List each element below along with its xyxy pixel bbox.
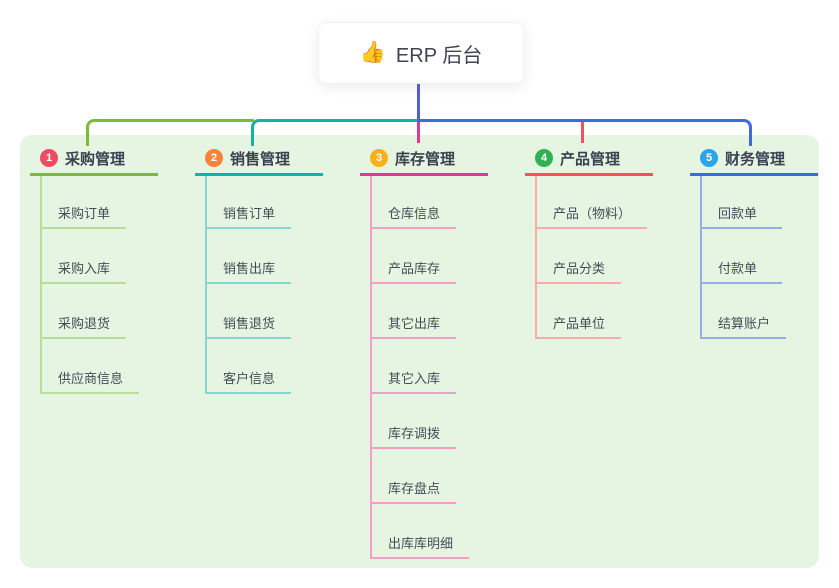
child-node[interactable]: 结算账户 xyxy=(700,284,787,339)
child-label: 产品库存 xyxy=(388,261,441,276)
branch-number-badge: 2 xyxy=(205,149,223,167)
child-label: 付款单 xyxy=(718,261,758,276)
child-node[interactable]: 采购退货 xyxy=(40,284,127,339)
child-label: 库存调拨 xyxy=(388,426,441,441)
child-node[interactable]: 出库库明细 xyxy=(370,504,470,559)
child-node[interactable]: 其它出库 xyxy=(370,284,457,339)
child-node[interactable]: 产品（物料） xyxy=(535,176,648,229)
child-label: 其它入库 xyxy=(388,371,441,386)
child-label: 采购订单 xyxy=(58,206,111,221)
branch-purchase-header[interactable]: 1 采购管理 xyxy=(30,143,158,176)
child-node[interactable]: 产品单位 xyxy=(535,284,622,339)
child-node[interactable]: 产品库存 xyxy=(370,229,457,284)
child-node[interactable]: 付款单 xyxy=(700,229,782,284)
connector-root xyxy=(417,82,420,122)
child-node[interactable]: 产品分类 xyxy=(535,229,622,284)
child-label: 产品分类 xyxy=(553,261,606,276)
child-label: 销售出库 xyxy=(223,261,276,276)
branch-finance-header[interactable]: 5 财务管理 xyxy=(690,143,818,176)
branch-finance-children: 回款单 付款单 结算账户 xyxy=(690,176,818,339)
connector-branch-product xyxy=(581,122,584,143)
branch-number-badge: 1 xyxy=(40,149,58,167)
branch-number-badge: 4 xyxy=(535,149,553,167)
branch-sales-header[interactable]: 2 销售管理 xyxy=(195,143,323,176)
branch-purchase: 1 采购管理 采购订单 采购入库 采购退货 供应商信息 xyxy=(30,143,158,394)
child-label: 产品单位 xyxy=(553,316,606,331)
branch-title: 财务管理 xyxy=(725,150,786,168)
branch-finance: 5 财务管理 回款单 付款单 结算账户 xyxy=(690,143,818,339)
branch-inventory-children: 仓库信息 产品库存 其它出库 其它入库 库存调拨 库存盘点 出库库明细 xyxy=(360,176,488,559)
branch-product: 4 产品管理 产品（物料） 产品分类 产品单位 xyxy=(525,143,653,339)
connector-branch-finance xyxy=(418,119,752,146)
branch-purchase-children: 采购订单 采购入库 采购退货 供应商信息 xyxy=(30,176,158,394)
branch-title: 采购管理 xyxy=(65,150,126,168)
child-label: 回款单 xyxy=(718,206,758,221)
child-node[interactable]: 销售出库 xyxy=(205,229,292,284)
branch-number-badge: 5 xyxy=(700,149,718,167)
child-label: 仓库信息 xyxy=(388,206,441,221)
child-label: 客户信息 xyxy=(223,371,276,386)
root-node-label: ERP 后台 xyxy=(395,44,483,67)
child-node[interactable]: 销售退货 xyxy=(205,284,292,339)
child-label: 销售退货 xyxy=(223,316,276,331)
mindmap-root-node[interactable]: 👍 ERP 后台 xyxy=(318,22,524,84)
child-label: 采购退货 xyxy=(58,316,111,331)
child-label: 销售订单 xyxy=(223,206,276,221)
thumbs-up-icon: 👍 xyxy=(359,41,386,64)
child-label: 产品（物料） xyxy=(553,206,632,221)
child-node[interactable]: 销售订单 xyxy=(205,176,292,229)
branch-product-children: 产品（物料） 产品分类 产品单位 xyxy=(525,176,653,339)
child-node[interactable]: 仓库信息 xyxy=(370,176,457,229)
child-node[interactable]: 其它入库 xyxy=(370,339,457,394)
child-node[interactable]: 回款单 xyxy=(700,176,782,229)
branch-sales: 2 销售管理 销售订单 销售出库 销售退货 客户信息 xyxy=(195,143,323,394)
branch-inventory: 3 库存管理 仓库信息 产品库存 其它出库 其它入库 库存调拨 库存盘点 出库库… xyxy=(360,143,488,559)
child-label: 库存盘点 xyxy=(388,481,441,496)
connector-branch-sales xyxy=(251,119,421,146)
connector-branch-inventory xyxy=(417,122,420,143)
branch-sales-children: 销售订单 销售出库 销售退货 客户信息 xyxy=(195,176,323,394)
branch-product-header[interactable]: 4 产品管理 xyxy=(525,143,653,176)
child-label: 采购入库 xyxy=(58,261,111,276)
child-node[interactable]: 库存调拨 xyxy=(370,394,457,449)
child-node[interactable]: 库存盘点 xyxy=(370,449,457,504)
mindmap-background-panel xyxy=(20,135,819,568)
branch-title: 产品管理 xyxy=(560,150,621,168)
child-node[interactable]: 供应商信息 xyxy=(40,339,140,394)
child-node[interactable]: 采购订单 xyxy=(40,176,127,229)
branch-number-badge: 3 xyxy=(370,149,388,167)
connector-branch-purchase xyxy=(86,119,254,146)
child-label: 结算账户 xyxy=(718,316,771,331)
branch-title: 库存管理 xyxy=(395,150,456,168)
branch-title: 销售管理 xyxy=(230,150,291,168)
child-label: 其它出库 xyxy=(388,316,441,331)
child-label: 供应商信息 xyxy=(58,371,124,386)
child-node[interactable]: 客户信息 xyxy=(205,339,292,394)
child-label: 出库库明细 xyxy=(388,536,454,551)
branch-inventory-header[interactable]: 3 库存管理 xyxy=(360,143,488,176)
child-node[interactable]: 采购入库 xyxy=(40,229,127,284)
